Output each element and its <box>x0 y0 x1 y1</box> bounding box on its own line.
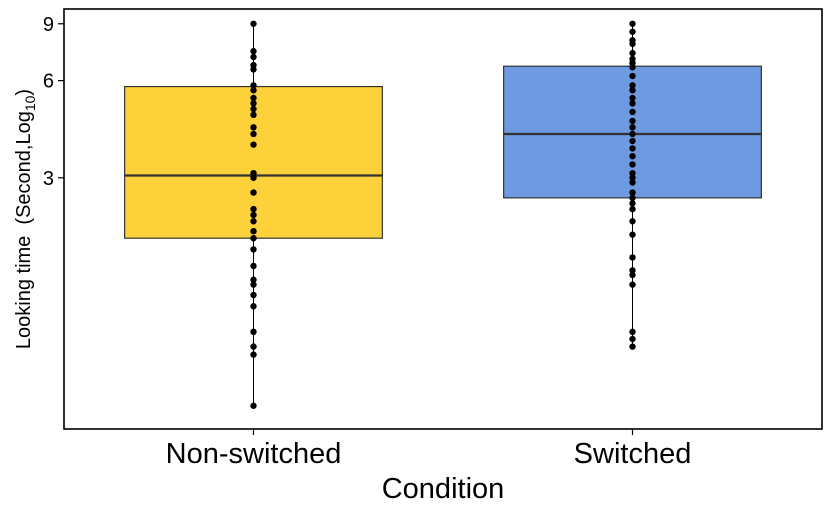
data-point-non-switched-29 <box>250 343 257 350</box>
data-point-non-switched-27 <box>250 303 257 310</box>
data-point-non-switched-14 <box>250 169 257 177</box>
data-point-switched-21 <box>629 169 636 177</box>
data-point-non-switched-20 <box>250 227 257 235</box>
data-point-switched-18 <box>629 145 636 152</box>
data-point-switched-7 <box>629 64 636 71</box>
x-axis-ticks: Non-switched Switched <box>166 429 692 470</box>
data-point-switched-4 <box>629 49 636 57</box>
y-tick-label-9: 9 <box>43 14 54 36</box>
data-point-switched-8 <box>629 72 636 80</box>
data-point-switched-19 <box>629 152 636 160</box>
data-point-switched-31 <box>629 267 636 274</box>
data-point-switched-26 <box>629 200 636 207</box>
data-point-non-switched-11 <box>250 124 257 131</box>
data-point-switched-20 <box>629 161 636 168</box>
data-point-non-switched-21 <box>250 234 257 242</box>
data-point-switched-13 <box>629 108 636 116</box>
data-point-non-switched-25 <box>250 281 257 288</box>
data-point-non-switched-15 <box>250 174 257 181</box>
data-point-switched-28 <box>629 218 636 225</box>
data-point-non-switched-8 <box>250 100 257 107</box>
data-point-non-switched-0 <box>250 20 257 27</box>
data-point-switched-12 <box>629 100 636 107</box>
data-point-non-switched-13 <box>250 141 257 148</box>
data-point-switched-35 <box>629 335 636 343</box>
data-point-switched-14 <box>629 117 636 125</box>
data-point-non-switched-18 <box>250 211 257 219</box>
data-point-switched-11 <box>629 94 636 102</box>
y-axis-title-unit: (Second,Log <box>13 111 35 224</box>
data-point-non-switched-4 <box>250 66 257 73</box>
x-axis-title: Condition <box>382 473 505 505</box>
y-axis-title-close: ) <box>13 89 35 96</box>
points-layer <box>250 20 636 409</box>
plot-panel-border <box>63 8 823 430</box>
data-point-switched-23 <box>629 179 636 186</box>
data-point-switched-17 <box>629 137 636 145</box>
y-axis-title: Looking time (Second,Log10) <box>13 89 38 349</box>
data-point-switched-3 <box>629 40 636 48</box>
y-tick-label-3: 3 <box>43 168 54 190</box>
data-point-non-switched-5 <box>250 82 257 89</box>
data-point-switched-34 <box>629 328 636 336</box>
data-point-non-switched-9 <box>250 105 257 113</box>
data-point-switched-15 <box>629 124 636 131</box>
y-axis-title-subscript: 10 <box>22 95 38 111</box>
data-point-non-switched-22 <box>250 246 257 253</box>
data-point-non-switched-6 <box>250 87 257 94</box>
x-tick-label-switched: Switched <box>574 438 692 470</box>
data-point-non-switched-23 <box>250 262 257 270</box>
data-point-non-switched-7 <box>250 94 257 102</box>
data-point-non-switched-19 <box>250 218 257 225</box>
data-point-switched-0 <box>629 20 636 27</box>
data-point-non-switched-28 <box>250 328 257 336</box>
data-point-switched-30 <box>629 254 636 261</box>
data-point-switched-36 <box>629 343 636 350</box>
x-tick-label-non-switched: Non-switched <box>166 438 342 470</box>
y-axis-ticks: 3 6 9 <box>43 14 64 190</box>
data-point-non-switched-1 <box>250 48 257 55</box>
data-point-switched-9 <box>629 82 636 89</box>
y-axis-title-gap <box>13 225 35 236</box>
data-point-switched-25 <box>629 194 636 202</box>
data-point-switched-27 <box>629 205 636 213</box>
data-point-switched-10 <box>629 87 636 94</box>
data-point-non-switched-2 <box>250 53 257 61</box>
data-point-switched-22 <box>629 174 636 181</box>
data-point-non-switched-16 <box>250 189 257 196</box>
data-point-non-switched-30 <box>250 351 257 358</box>
data-point-switched-16 <box>629 130 636 138</box>
data-point-non-switched-10 <box>250 111 257 119</box>
data-point-non-switched-26 <box>250 291 257 299</box>
data-point-non-switched-12 <box>250 130 257 138</box>
y-axis-title-main: Looking time <box>13 236 35 349</box>
data-point-switched-1 <box>629 28 636 35</box>
data-point-switched-32 <box>629 271 636 279</box>
data-point-switched-24 <box>629 189 636 196</box>
y-tick-label-6: 6 <box>43 71 54 93</box>
data-point-switched-29 <box>629 231 636 238</box>
data-point-non-switched-31 <box>250 402 257 409</box>
data-point-non-switched-24 <box>250 276 257 283</box>
data-point-non-switched-17 <box>250 205 257 213</box>
data-point-switched-33 <box>629 281 636 288</box>
